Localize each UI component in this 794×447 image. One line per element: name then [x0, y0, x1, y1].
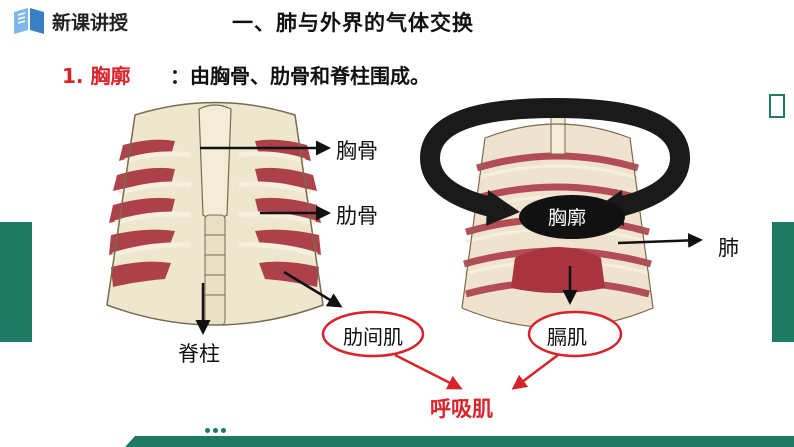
decor-dot [205, 428, 210, 433]
left-ribcage-illustration [106, 101, 324, 326]
section-label: 新课讲授 [52, 12, 129, 34]
thorax-label: 胸廓 [548, 207, 587, 229]
point-text: ：由胸骨、肋骨和脊柱围成。 [170, 64, 430, 88]
lung-label: 肺 [718, 236, 739, 260]
spine-label: 脊柱 [178, 342, 220, 366]
slide-title: 一、肺与外界的气体交换 [232, 11, 474, 35]
diaphragm-label: 膈肌 [547, 325, 587, 349]
respiratory-muscle-label: 呼吸肌 [430, 397, 493, 421]
point-label: 1. 胸廓 [62, 64, 131, 88]
intercostal-muscle-label: 肋间肌 [343, 325, 403, 349]
bottom-decor-bar [125, 436, 794, 447]
decor-dot [221, 428, 226, 433]
decor-dot [213, 428, 218, 433]
book-icon [14, 8, 44, 34]
sternum-label: 胸骨 [336, 139, 378, 163]
rib-label: 肋骨 [336, 204, 378, 228]
thorax-oval [519, 195, 625, 239]
